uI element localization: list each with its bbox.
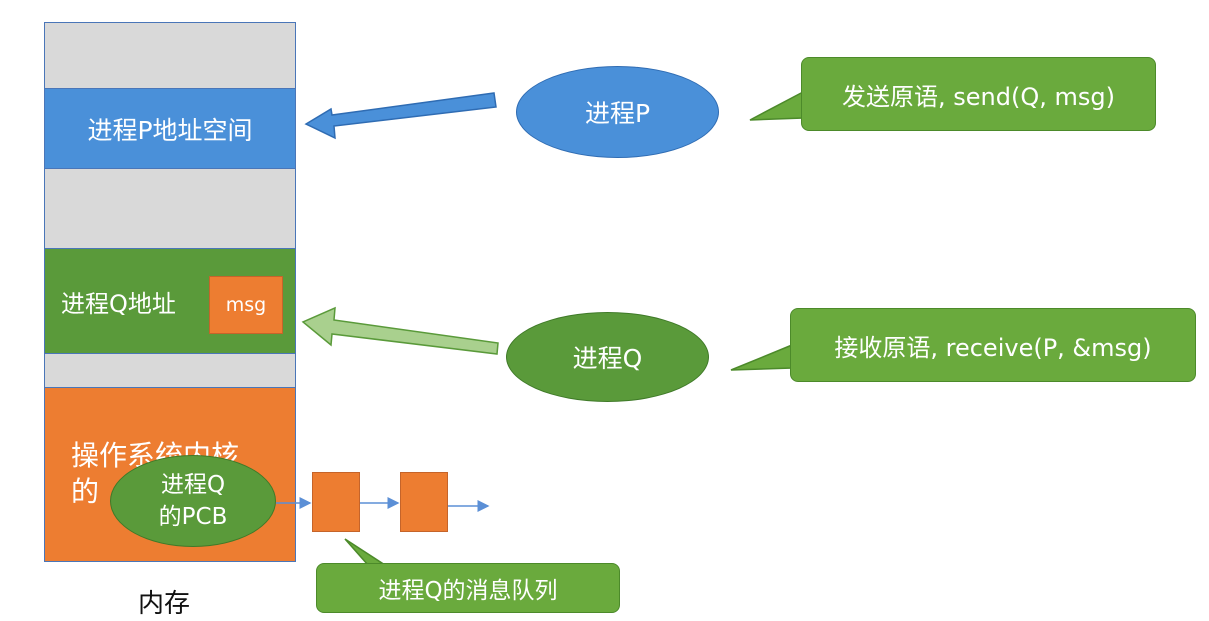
memory-gap-lower <box>45 354 295 388</box>
memory-label: 内存 <box>138 589 191 619</box>
callout-message-queue: 进程Q的消息队列 <box>316 563 620 613</box>
queue-node-1 <box>312 472 360 532</box>
pcb-label-line2: 的PCB <box>158 504 228 530</box>
callout-send-primitive: 发送原语, send(Q, msg) <box>801 57 1156 131</box>
process-q-node: 进程Q <box>506 312 709 402</box>
pcb-label-line1: 进程Q <box>160 472 226 498</box>
process-q-address-space-label: 进程Q地址 <box>61 289 176 318</box>
os-kernel-label-line2: 的 <box>71 475 100 508</box>
process-p-address-space: 进程P地址空间 <box>45 89 295 169</box>
arrow-p-to-address-space <box>304 92 497 140</box>
memory-gap-top <box>45 23 295 89</box>
memory-gap-middle <box>45 169 295 249</box>
process-q-pcb: 进程Q 的PCB <box>110 455 276 547</box>
callout-receive-text: 接收原语, receive(P, &msg) <box>834 333 1152 362</box>
callout-queue-tail <box>344 538 388 566</box>
process-q-address-space: 进程Q地址 <box>45 249 295 354</box>
callout-receive-primitive: 接收原语, receive(P, &msg) <box>790 308 1196 382</box>
msg-box-label: msg <box>225 294 267 316</box>
arrow-q-to-msg <box>301 306 499 355</box>
callout-receive-tail <box>730 343 793 371</box>
callout-send-tail <box>749 90 804 121</box>
process-p-address-space-label: 进程P地址空间 <box>87 115 253 145</box>
process-q-label: 进程Q <box>572 344 643 373</box>
msg-box: msg <box>209 276 283 334</box>
queue-node-2 <box>400 472 448 532</box>
callout-send-text: 发送原语, send(Q, msg) <box>842 82 1115 111</box>
process-p-node: 进程P <box>516 66 719 158</box>
process-p-label: 进程P <box>584 99 651 128</box>
callout-queue-text: 进程Q的消息队列 <box>378 578 558 604</box>
